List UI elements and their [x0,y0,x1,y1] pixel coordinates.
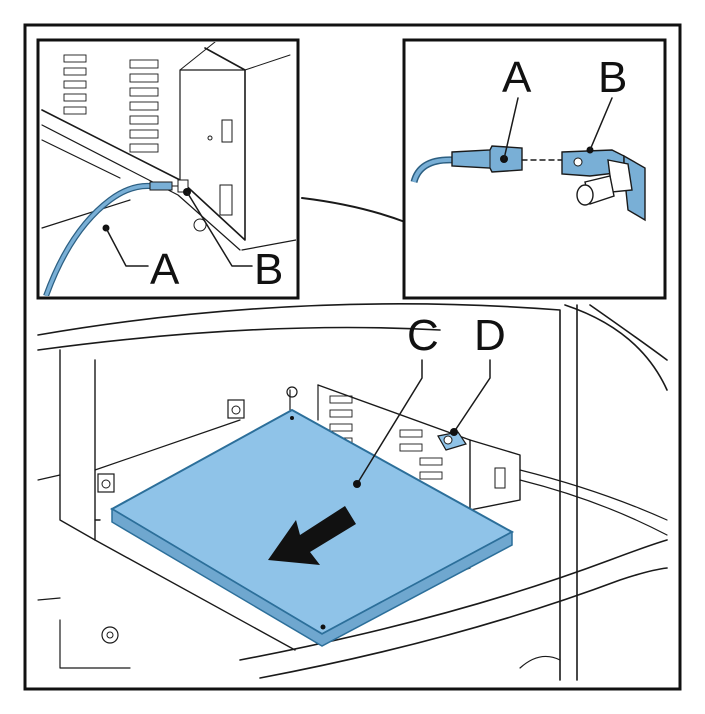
left-inset-drawing [41,42,296,296]
label-c: C [407,311,439,360]
label-a-left: A [150,245,180,294]
label-b-right: B [598,53,627,102]
left-inset-frame [36,38,300,300]
main-view: C D [37,303,668,681]
right-inset: A B [402,38,667,300]
cable-plug [451,145,523,173]
label-b-left: B [254,245,283,294]
inset-connector-line [301,197,406,223]
label-d: D [474,311,506,360]
arrow-left-down-icon [268,506,356,565]
label-a-right: A [502,53,532,102]
left-inset: A B [36,38,300,300]
